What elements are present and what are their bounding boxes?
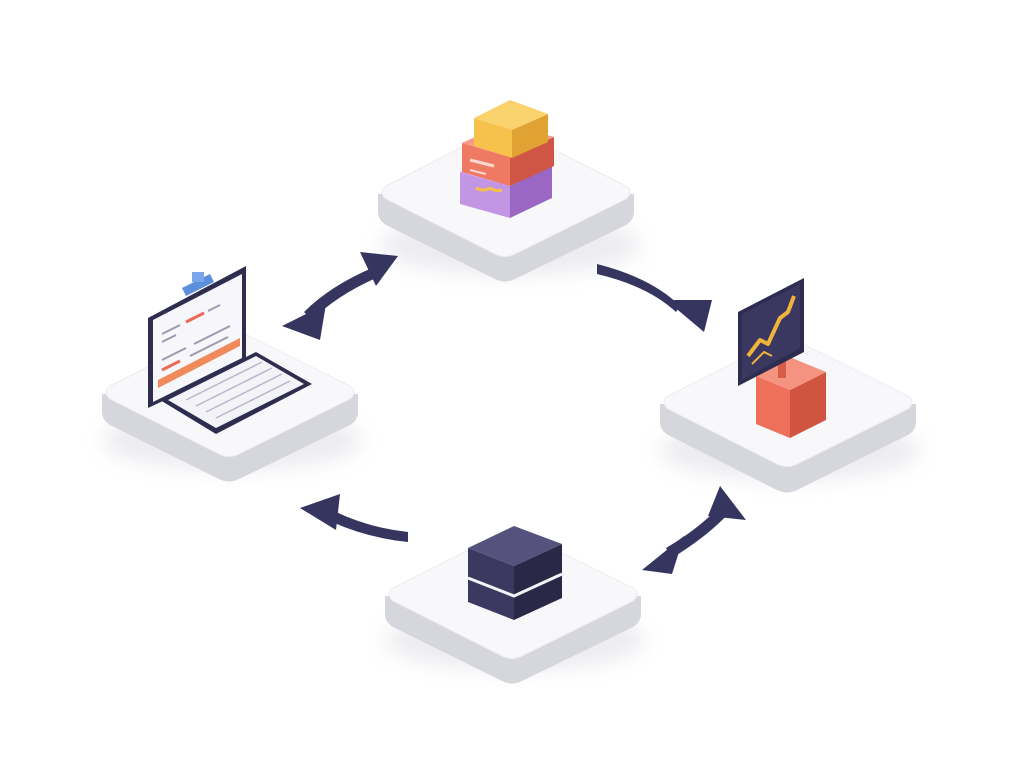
laptop-clipboard-icon	[148, 266, 312, 434]
node-left	[102, 266, 362, 482]
node-top	[378, 100, 640, 282]
arrow-top-to-right	[597, 264, 712, 332]
node-right	[660, 278, 920, 493]
arrow-left-top	[282, 252, 398, 340]
stacked-boxes-icon	[460, 100, 554, 218]
arrow-bottom-to-left	[300, 494, 408, 542]
arrow-right-bottom	[642, 486, 746, 574]
server-block-icon	[467, 526, 563, 620]
trend-chart-monitor-icon	[738, 278, 826, 438]
node-bottom	[385, 526, 645, 684]
